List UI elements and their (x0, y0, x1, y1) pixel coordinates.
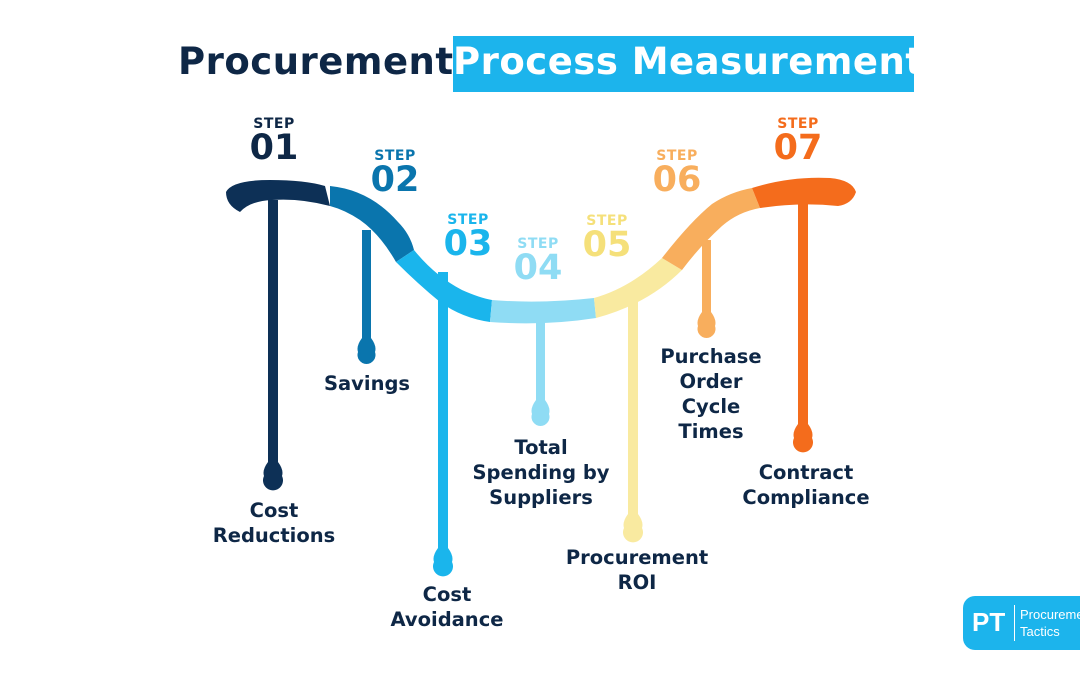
logo-line-2: Tactics (1020, 624, 1060, 639)
step-02-text: Savings (323, 372, 411, 395)
drip-step-07 (752, 177, 856, 453)
title-highlight-box: Process Measurement (453, 36, 924, 92)
title-highlight: Process Measurement (453, 40, 924, 83)
logo-line-1: Procurement (1020, 607, 1080, 622)
procurement-tactics-logo: PT Procurement Tactics (963, 596, 1080, 650)
logo-initials: PT (972, 607, 1006, 637)
drip-step-04 (490, 298, 596, 426)
logo-divider (1014, 605, 1015, 641)
drip-step-03 (396, 250, 492, 577)
drip-step-02 (330, 186, 414, 364)
drip-step-06 (662, 188, 760, 338)
title: Procurement Process Measurement (0, 36, 1080, 94)
drip-step-01 (226, 180, 330, 491)
drip-step-05 (594, 258, 682, 543)
title-main: Procurement (178, 40, 454, 83)
